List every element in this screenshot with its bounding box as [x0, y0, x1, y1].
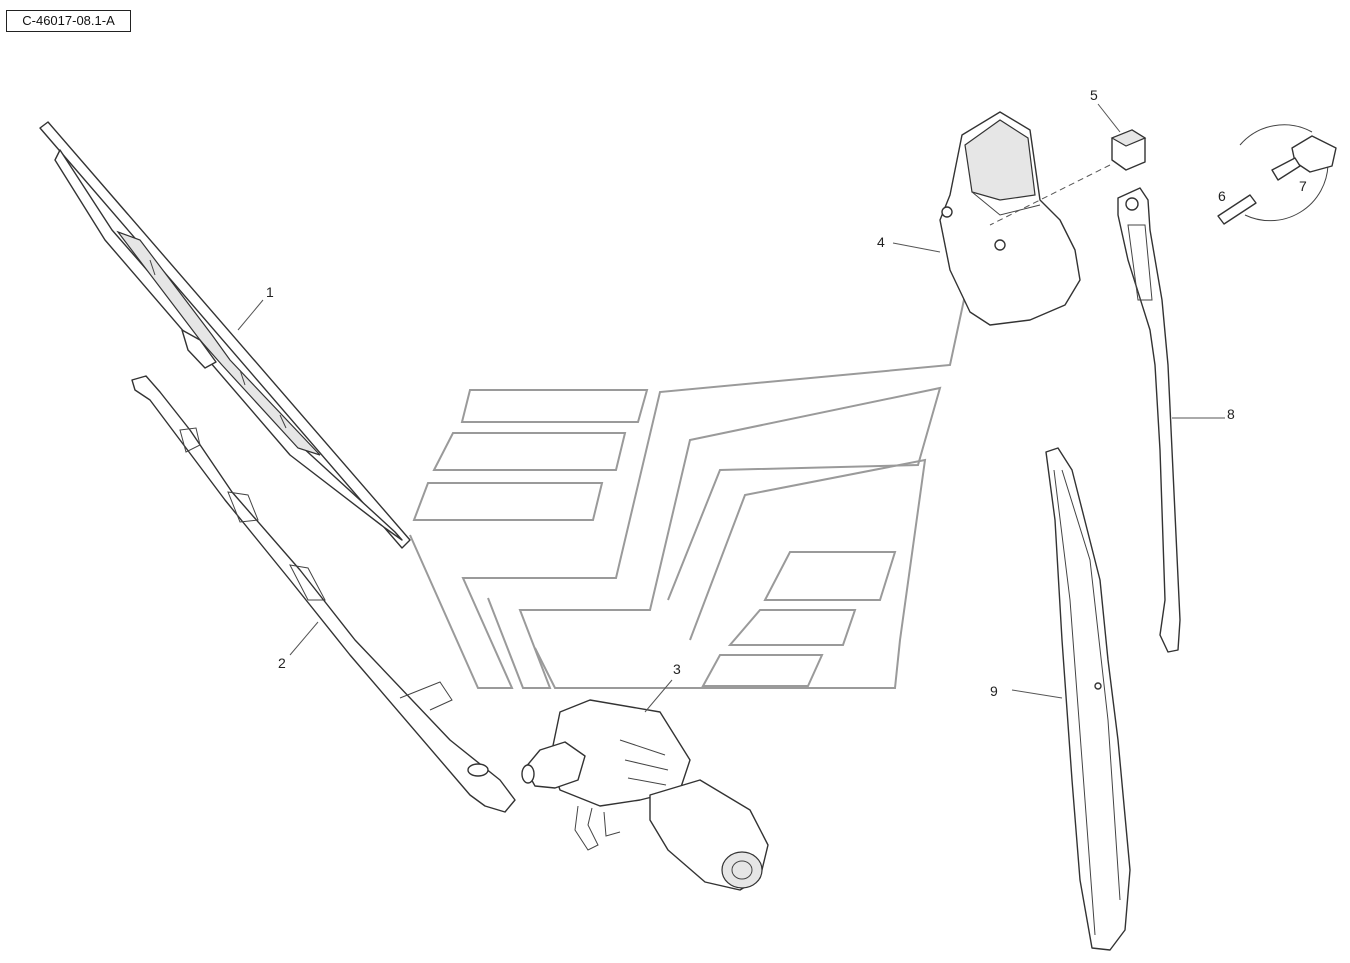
part-9-wiper-blade	[1045, 447, 1131, 951]
callout-2: 2	[278, 655, 286, 671]
callout-6: 6	[1218, 188, 1226, 204]
part-5-cap	[1110, 129, 1147, 171]
part-3-wiper-motor	[521, 699, 769, 891]
callout-8: 8	[1227, 406, 1235, 422]
callout-9: 9	[990, 683, 998, 699]
part-6-hose	[1217, 194, 1257, 225]
part-8-wiper-arm	[1117, 187, 1181, 653]
callout-3: 3	[673, 661, 681, 677]
leader-lines	[237, 103, 1225, 713]
callout-4: 4	[877, 234, 885, 250]
reference-code-label: C-46017-08.1-A	[6, 10, 131, 32]
callout-7: 7	[1299, 178, 1307, 194]
part-4-motor-cover	[939, 111, 1081, 326]
part-2-wiper-arm	[131, 375, 516, 813]
callout-5: 5	[1090, 87, 1098, 103]
callout-1: 1	[266, 284, 274, 300]
callout-labels: 1 2 3 4 5 6 7 8 9	[266, 87, 1307, 699]
part-1-wiper-blade	[39, 121, 411, 549]
watermark-logo	[409, 224, 981, 689]
part-7-washer-nozzle	[1239, 124, 1337, 222]
